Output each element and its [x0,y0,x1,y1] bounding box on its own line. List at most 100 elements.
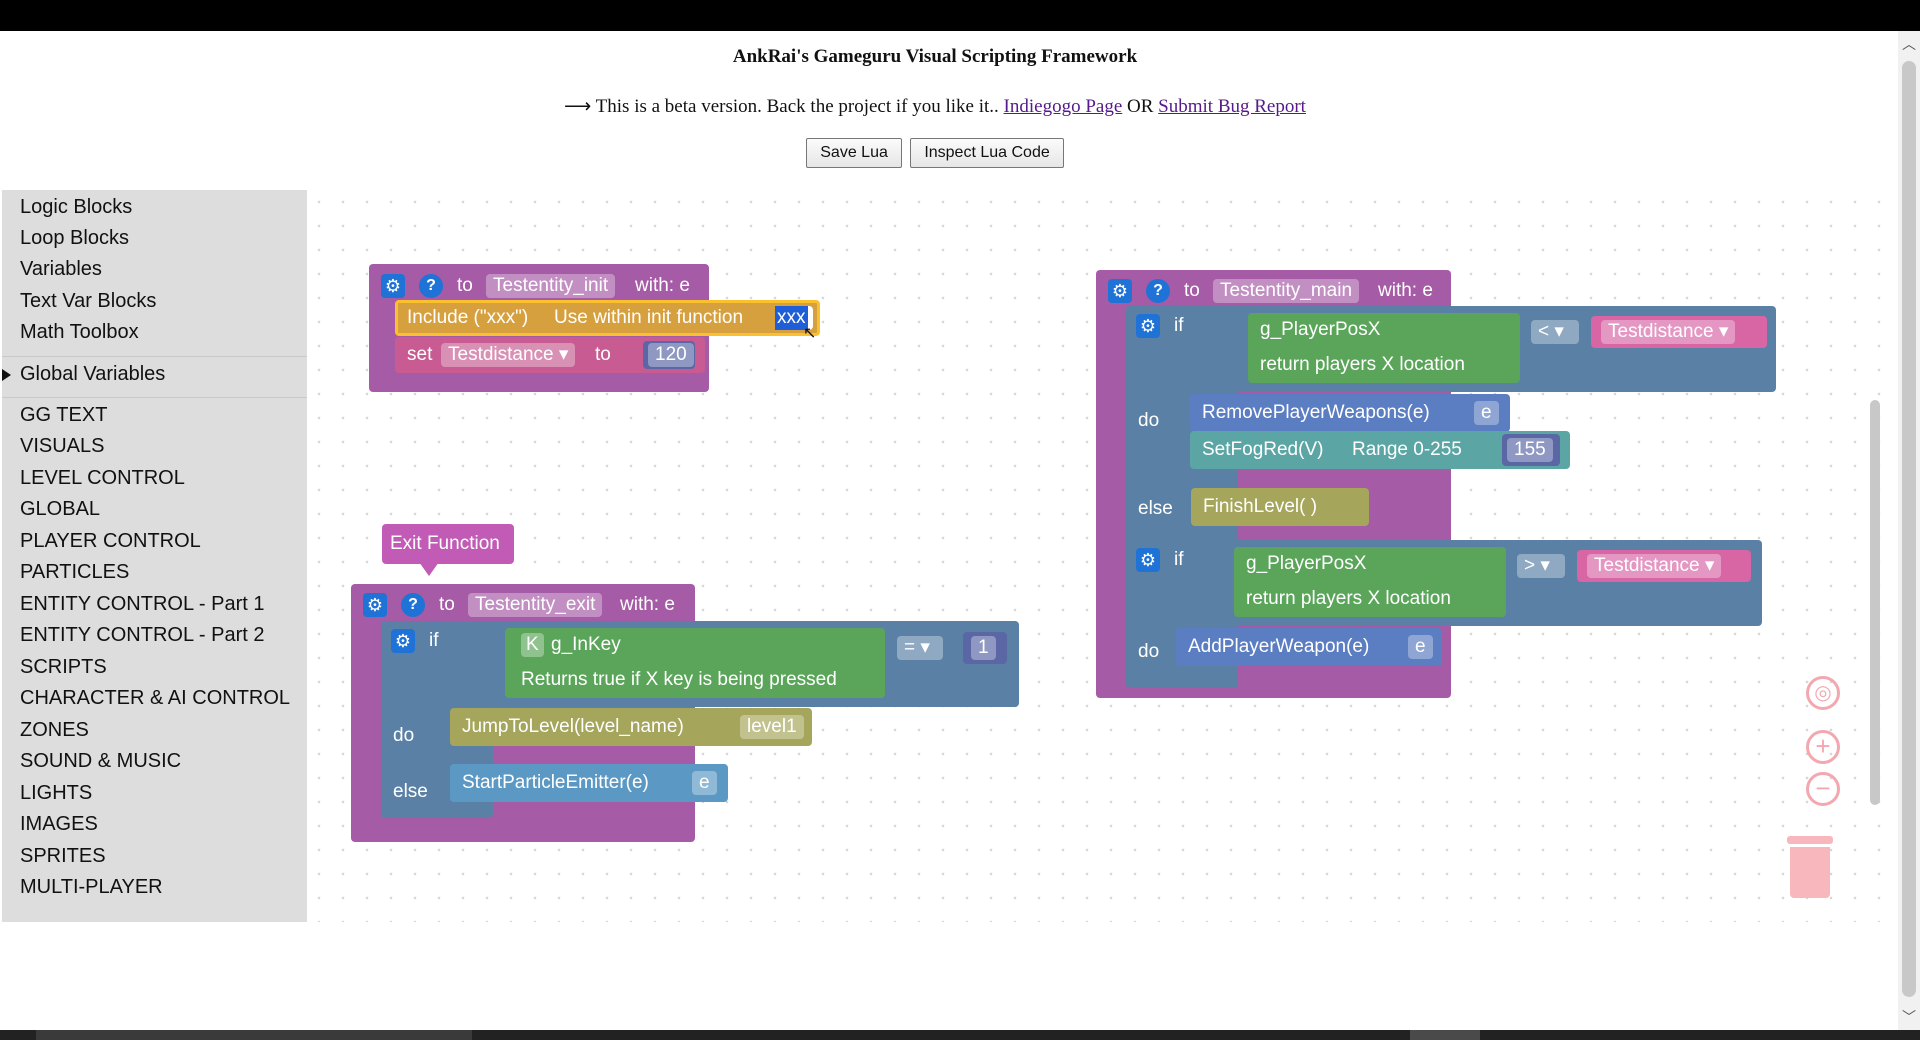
do-label: do [393,725,415,746]
indiegogo-link[interactable]: Indiegogo Page [1003,96,1123,117]
operator-dropdown[interactable]: = ▾ [897,636,943,660]
toolbox-item-variables[interactable]: Variables [20,258,102,280]
number-block[interactable]: 1 [963,632,1007,664]
particle-arg-field[interactable]: e [692,771,717,795]
toolbox-item-loop-blocks[interactable]: Loop Blocks [20,227,129,249]
variable-dropdown[interactable]: Testdistance ▾ [1601,320,1736,344]
toolbox-item-entity-control-2[interactable]: ENTITY CONTROL - Part 2 [20,624,265,646]
operator-dropdown[interactable]: > ▾ [1517,554,1565,578]
zoom-out-icon[interactable]: − [1806,772,1840,806]
g-playerposx-block-1[interactable]: g_PlayerPosX return players X location [1248,313,1520,383]
with-label: with: e [635,275,690,296]
remove-label: RemovePlayerWeapons(e) [1202,402,1430,423]
gear-icon[interactable]: ⚙ [381,274,405,298]
level-name-field[interactable]: level1 [740,715,804,739]
number-field[interactable]: 1 [971,636,996,660]
toolbox-item-sound-music[interactable]: SOUND & MUSIC [20,750,182,772]
toolbox-item-gg-text[interactable]: GG TEXT [20,404,108,426]
toolbox-item-sprites[interactable]: SPRITES [20,845,106,867]
workspace-vertical-scrollbar[interactable] [1870,400,1880,805]
action-buttons: Save Lua Inspect Lua Code [0,138,1870,168]
toolbox-item-lights[interactable]: LIGHTS [20,782,93,804]
pos-desc: return players X location [1260,354,1465,375]
trash-icon[interactable] [1787,836,1833,898]
blockly-workspace[interactable]: ⚙ ? to Testentity_init with: e Include (… [307,190,1885,922]
operator-dropdown[interactable]: < ▾ [1531,320,1579,344]
number-field[interactable]: 120 [648,343,694,367]
gear-icon[interactable]: ⚙ [391,629,415,653]
toolbox-item-text-var-blocks[interactable]: Text Var Blocks [20,290,157,312]
set-variable-dropdown[interactable]: Testdistance ▾ [441,343,576,367]
toolbox-item-zones[interactable]: ZONES [20,719,89,741]
with-label: with: e [620,594,675,615]
if-label: if [1174,315,1184,336]
page-vertical-scrollbar[interactable]: ︿ ﹀ [1898,31,1920,1030]
finish-label: FinishLevel( ) [1203,496,1318,517]
variable-dropdown[interactable]: Testdistance ▾ [1587,554,1722,578]
remove-arg-field[interactable]: e [1474,401,1499,425]
do-label: do [1138,641,1160,662]
toolbox-item-math-toolbox[interactable]: Math Toolbox [20,321,139,343]
variable-block[interactable]: Testdistance ▾ [1577,550,1751,582]
add-player-weapon-block[interactable]: AddPlayerWeapon(e) e [1176,628,1442,666]
add-arg-field[interactable]: e [1408,635,1433,659]
scroll-down-icon[interactable]: ﹀ [1902,1009,1916,1025]
scroll-up-icon[interactable]: ︿ [1902,36,1916,52]
gear-icon[interactable]: ⚙ [363,593,387,617]
gear-icon[interactable]: ⚙ [1108,279,1132,303]
toolbox-item-visuals[interactable]: VISUALS [20,435,105,457]
start-particle-emitter-block[interactable]: StartParticleEmitter(e) e [450,764,728,802]
include-hint: Use within init function [554,307,744,328]
toolbox-item-images[interactable]: IMAGES [20,813,98,835]
scroll-thumb[interactable] [1902,61,1916,997]
toolbox-item-character-ai[interactable]: CHARACTER & AI CONTROL [20,687,291,709]
finish-level-block[interactable]: FinishLevel( ) [1191,488,1369,526]
set-fog-red-block[interactable]: SetFogRed(V) Range 0-255 155 [1190,431,1570,469]
jump-to-level-block[interactable]: JumpToLevel(level_name) level1 [450,708,812,746]
number-block[interactable]: 120 [643,341,695,369]
comment-bubble[interactable]: Exit Function [382,524,514,564]
number-block[interactable]: 155 [1502,434,1560,466]
key-letter-field[interactable]: K [521,633,544,657]
include-block[interactable]: Include ("xxx") Use within init function… [395,300,820,336]
center-workspace-icon[interactable]: ◎ [1806,676,1840,710]
toolbox: Logic Blocks Loop Blocks Variables Text … [2,190,307,922]
procedure-name-field[interactable]: Testentity_main [1213,279,1360,303]
g-inkey-block[interactable]: K g_InKey Returns true if X key is being… [505,628,885,698]
save-lua-button[interactable]: Save Lua [806,138,902,168]
set-variable-block[interactable]: set Testdistance ▾ to 120 [395,337,705,373]
toolbox-item-logic-blocks[interactable]: Logic Blocks [20,196,133,218]
inspect-lua-button[interactable]: Inspect Lua Code [910,138,1064,168]
toolbox-item-entity-control-1[interactable]: ENTITY CONTROL - Part 1 [20,593,265,615]
remove-player-weapons-block[interactable]: RemovePlayerWeapons(e) e [1190,394,1510,432]
toolbox-item-level-control[interactable]: LEVEL CONTROL [20,467,185,489]
expand-arrow-icon[interactable] [2,369,11,381]
include-text-field[interactable]: xxx [775,306,813,330]
toolbox-item-global-variables[interactable]: Global Variables [20,363,166,385]
toolbox-item-multi-player[interactable]: MULTI-PLAYER [20,876,163,898]
g-playerposx-block-2[interactable]: g_PlayerPosX return players X location [1234,547,1506,617]
gear-icon[interactable]: ⚙ [1136,314,1160,338]
toolbox-item-player-control[interactable]: PLAYER CONTROL [20,530,201,552]
browser-viewport: AnkRai's Gameguru Visual Scripting Frame… [0,31,1920,1030]
beta-text: ⟶ This is a beta version. Back the proje… [564,96,999,117]
variable-block[interactable]: Testdistance ▾ [1591,316,1767,348]
gear-icon[interactable]: ⚙ [1136,548,1160,572]
procedure-name-field[interactable]: Testentity_exit [468,593,603,617]
procedure-name-field[interactable]: Testentity_init [486,274,616,298]
zoom-in-icon[interactable]: + [1806,730,1840,764]
else-label: else [393,781,428,802]
help-icon[interactable]: ? [419,274,443,298]
help-icon[interactable]: ? [1146,279,1170,303]
number-field[interactable]: 155 [1507,438,1553,462]
toolbox-item-global[interactable]: GLOBAL [20,498,101,520]
toolbox-item-particles[interactable]: PARTICLES [20,561,130,583]
set-to-label: to [595,344,611,365]
help-icon[interactable]: ? [401,593,425,617]
to-label: to [1184,280,1200,301]
add-label: AddPlayerWeapon(e) [1188,636,1370,657]
fog-label: SetFogRed(V) [1202,439,1324,460]
pos-name: g_PlayerPosX [1260,319,1381,340]
bug-report-link[interactable]: Submit Bug Report [1158,96,1306,117]
toolbox-item-scripts[interactable]: SCRIPTS [20,656,107,678]
